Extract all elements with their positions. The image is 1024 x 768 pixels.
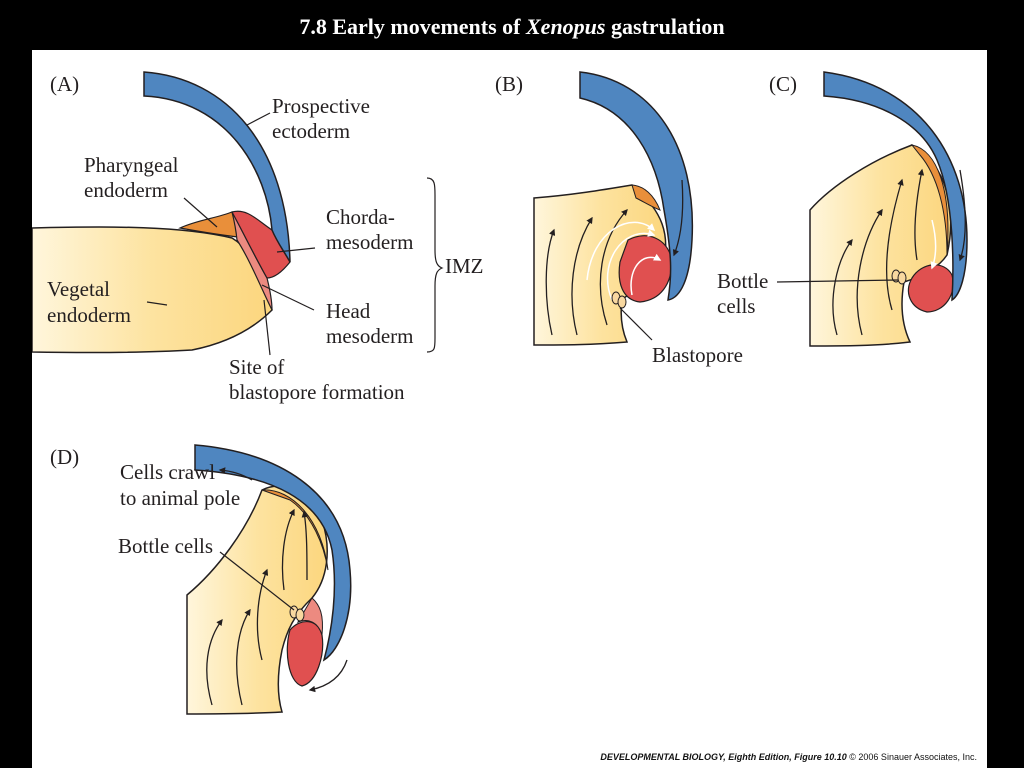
c-endoderm-shape [809, 144, 952, 347]
panel-c-letter: (C) [769, 72, 797, 96]
ectoderm-shape [143, 71, 291, 263]
label-chorda-1: Chorda- [326, 205, 395, 229]
d-bottle-leader [219, 551, 295, 611]
slide-title: 7.8 Early movements of Xenopus gastrulat… [0, 14, 1024, 40]
title-prefix: 7.8 Early movements of [299, 14, 526, 39]
label-prospective-2: ectoderm [272, 119, 350, 143]
d-mesoderm-shape [286, 621, 324, 687]
label-head-1: Head [326, 299, 371, 323]
label-blastopore: Blastopore [652, 343, 743, 367]
panel-d-letter: (D) [50, 445, 79, 469]
c-bottle-leader [776, 279, 899, 283]
b-pharyngeal-shape [631, 184, 661, 211]
blastopore-leader [619, 307, 653, 341]
panel-a: (A) Prospective ectoderm Pharyngeal endo… [32, 71, 484, 404]
credit-figure: Figure 10.10 [794, 752, 847, 762]
d-head-mesoderm-shape [296, 597, 323, 636]
label-bottle-2: cells [717, 294, 755, 318]
gastrulation-diagram: (A) Prospective ectoderm Pharyngeal endo… [32, 71, 968, 715]
b-mesoderm-shape [618, 235, 673, 303]
d-endoderm-shape [186, 485, 328, 715]
panel-b: (B) Blastopore [495, 71, 743, 367]
credit-copyright: © 2006 Sinauer Associates, Inc. [849, 752, 977, 762]
label-bottle-1: Bottle [717, 269, 768, 293]
panel-d: (D) Cells crawl to animal pole Bottle ce… [50, 444, 352, 715]
panel-b-letter: (B) [495, 72, 523, 96]
credit-book: DEVELOPMENTAL BIOLOGY, Eighth Edition, [600, 752, 792, 762]
title-suffix: gastrulation [605, 14, 725, 39]
c-pharyngeal-shape [910, 144, 949, 256]
c-ectoderm-shape [823, 71, 968, 302]
label-imz: IMZ [445, 254, 484, 278]
label-head-2: mesoderm [326, 324, 413, 348]
label-crawl-1: Cells crawl [120, 460, 215, 484]
label-chorda-2: mesoderm [326, 230, 413, 254]
label-prospective-1: Prospective [272, 94, 370, 118]
figure-panel: (A) Prospective ectoderm Pharyngeal endo… [32, 50, 987, 768]
label-vegetal-1: Vegetal [47, 277, 110, 301]
panel-a-letter: (A) [50, 72, 79, 96]
label-crawl-2: to animal pole [120, 486, 240, 510]
panel-c: (C) Bottle cells [717, 71, 968, 347]
label-site-2: blastopore formation [229, 380, 405, 404]
label-d-bottle: Bottle cells [118, 534, 213, 558]
figure-credit: DEVELOPMENTAL BIOLOGY, Eighth Edition, F… [600, 752, 977, 762]
label-pharyngeal-2: endoderm [84, 178, 168, 202]
d-ectoderm-shape [194, 444, 352, 662]
label-site-1: Site of [229, 355, 284, 379]
label-vegetal-2: endoderm [47, 303, 131, 327]
b-ectoderm-shape [579, 71, 694, 301]
title-italic: Xenopus [526, 14, 606, 39]
label-pharyngeal-1: Pharyngeal [84, 153, 179, 177]
